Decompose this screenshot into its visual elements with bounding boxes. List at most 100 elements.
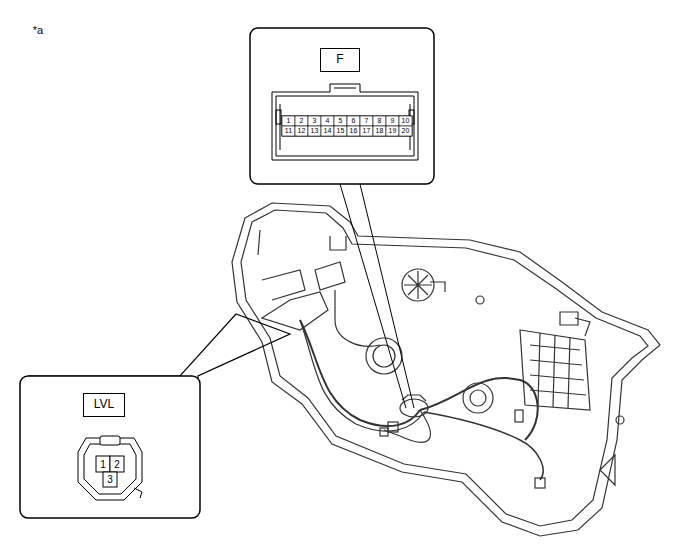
drawing-part	[96, 456, 110, 472]
drawing-part	[470, 390, 486, 406]
drawing-part	[386, 126, 399, 136]
drawing-part	[321, 126, 334, 136]
pin-number: 12	[298, 127, 306, 135]
drawing-part	[276, 110, 281, 124]
connector-lvl-drawing	[78, 436, 142, 500]
drawing-part	[476, 296, 484, 304]
connector-code: LVL	[94, 398, 114, 411]
drawing-part	[535, 478, 545, 488]
drawing-part	[262, 292, 328, 330]
drawing-part	[78, 438, 142, 500]
drawing-part	[530, 333, 586, 408]
connector-code: F	[336, 53, 343, 66]
drawing-part	[272, 84, 418, 160]
pin-number: 20	[402, 127, 410, 135]
connector-code-box: LVL	[83, 393, 125, 417]
drawing-part	[420, 378, 538, 440]
pin-number: 2	[114, 459, 120, 470]
drawing-part	[399, 116, 412, 126]
drawing-part	[360, 116, 373, 126]
figure-tag: *a	[33, 24, 43, 36]
drawing-part	[28, 314, 290, 380]
drawing-part	[282, 126, 295, 136]
pin-number: 11	[285, 127, 292, 135]
drawing-part	[282, 116, 295, 126]
pin-number: 1	[100, 459, 106, 470]
drawing-part	[360, 126, 373, 136]
connector-f-drawing	[272, 84, 418, 160]
drawing-part	[241, 210, 648, 526]
drawing-part	[399, 126, 412, 136]
callout-frame	[250, 28, 434, 408]
drawing-part	[334, 126, 347, 136]
drawing-part	[321, 116, 334, 126]
drawing-part	[280, 104, 410, 150]
drawing-part	[616, 416, 624, 424]
connector-code-box: F	[320, 48, 360, 72]
pin-number: 2	[300, 117, 304, 125]
pin-number: 5	[339, 117, 343, 125]
pin-number: 8	[378, 117, 382, 125]
headlamp-body	[232, 203, 660, 536]
drawing-part	[380, 428, 388, 436]
pin-number: 18	[376, 127, 384, 135]
drawing-part	[515, 410, 523, 422]
drawing-part	[315, 262, 345, 290]
drawing-part	[404, 271, 432, 299]
pin-number: 4	[326, 117, 330, 125]
drawing-part	[388, 422, 398, 432]
drawing-part	[282, 116, 412, 136]
drawing-part	[575, 318, 590, 336]
drawing-part	[430, 282, 445, 292]
callout-frame	[20, 314, 290, 518]
drawing-part	[402, 395, 426, 401]
drawing-part	[520, 330, 590, 410]
pin-number: 13	[311, 127, 319, 135]
drawing-part	[300, 320, 420, 426]
drawing-part	[330, 236, 346, 250]
drawing-part	[308, 126, 321, 136]
pin-number: 9	[391, 117, 395, 125]
drawing-part	[347, 126, 360, 136]
drawing-part	[84, 444, 136, 494]
drawing-part	[463, 383, 493, 413]
pin-number: 19	[389, 127, 397, 135]
drawing-part	[373, 116, 386, 126]
pin-number: 16	[350, 127, 358, 135]
drawing-part	[340, 184, 414, 408]
drawing-part	[373, 345, 395, 367]
drawing-part	[308, 116, 321, 126]
drawing-part	[250, 28, 434, 184]
drawing-part	[110, 456, 124, 472]
drawing-part	[282, 116, 412, 136]
drawing-part	[600, 455, 615, 485]
drawing-part	[232, 203, 660, 536]
drawing-part	[366, 338, 402, 374]
drawing-part	[373, 126, 386, 136]
drawing-part	[334, 116, 347, 126]
pin-number: 14	[324, 127, 332, 135]
pin-number: 3	[313, 117, 317, 125]
pin-number: 17	[363, 127, 371, 135]
pin-number: 15	[337, 127, 345, 135]
pin-number: 3	[107, 474, 113, 485]
drawing-part	[386, 116, 399, 126]
drawing-part	[402, 269, 434, 301]
drawing-part	[103, 472, 117, 487]
pin-number: 6	[352, 117, 356, 125]
drawing-part	[276, 96, 414, 156]
drawing-part	[258, 230, 260, 255]
drawing-part	[424, 412, 543, 480]
pin-number: 1	[287, 117, 291, 125]
drawing-part	[134, 488, 142, 498]
drawing-part	[334, 88, 356, 89]
pin-number: 10	[402, 117, 410, 125]
drawing-part	[295, 116, 308, 126]
drawing-part	[100, 436, 120, 445]
drawing-part	[20, 376, 200, 518]
drawing-part	[295, 126, 308, 136]
drawing-part	[262, 270, 305, 300]
pin-number: 7	[365, 117, 369, 125]
